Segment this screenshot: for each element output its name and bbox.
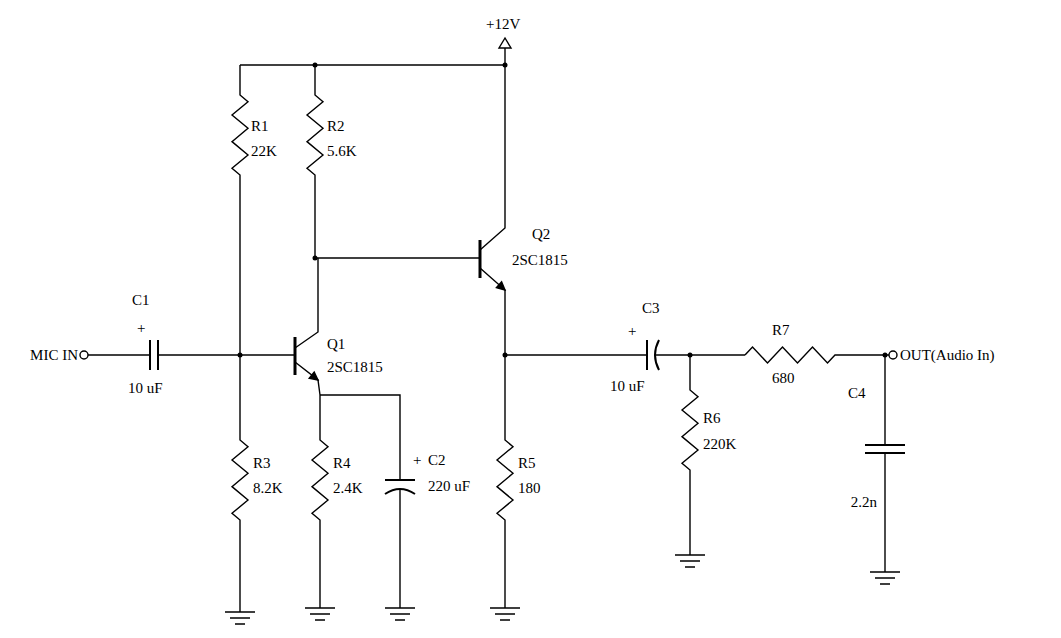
output-wire <box>505 354 647 355</box>
component-label: R1 <box>251 118 269 135</box>
resistor-symbol <box>307 65 323 258</box>
component-label: C2 <box>428 452 446 469</box>
terminal-symbol <box>80 351 88 359</box>
ground-symbol <box>675 555 705 567</box>
component-label: 2SC1815 <box>512 252 568 269</box>
component-label: R5 <box>518 455 536 472</box>
component-label: + <box>413 452 421 469</box>
input-wire <box>88 354 150 355</box>
component-label: R7 <box>772 322 790 339</box>
junction-dot <box>313 63 318 68</box>
resistor-symbol <box>682 355 698 555</box>
component-label: 22K <box>251 143 277 160</box>
ground-symbol <box>305 608 335 620</box>
component-label: 220 uF <box>428 478 470 495</box>
bypass-wire <box>399 489 400 608</box>
supply-terminal <box>499 38 511 48</box>
component-label: 10 uF <box>128 380 163 397</box>
component-label: 5.6K <box>327 143 357 160</box>
terminal-symbol <box>889 351 897 359</box>
component-label: 8.2K <box>253 480 283 497</box>
component-label: OUT(Audio In) <box>900 347 995 364</box>
base-wire <box>158 354 295 355</box>
component-label: R3 <box>253 455 271 472</box>
component-label: C3 <box>642 300 660 317</box>
ground-symbol <box>490 608 520 620</box>
component-label: 180 <box>518 480 541 497</box>
output-wire <box>655 354 745 355</box>
filter-wire <box>884 355 885 445</box>
filter-wire <box>884 453 885 572</box>
resistor-symbol <box>497 355 513 608</box>
transistor-collector <box>480 65 505 250</box>
transistor-emitter <box>480 268 505 355</box>
resistor-symbol <box>745 347 889 363</box>
component-label: 2SC1815 <box>327 359 383 376</box>
ground-symbol <box>225 612 255 624</box>
resistor-symbol <box>232 65 248 355</box>
ground-symbol <box>385 608 415 620</box>
component-label: + <box>628 323 636 340</box>
transistor-emitter <box>295 362 320 395</box>
component-label: R4 <box>333 455 351 472</box>
junction-dot <box>503 63 508 68</box>
ground-symbol <box>870 572 900 584</box>
transistor-collector <box>295 258 318 348</box>
transistor-base <box>294 337 297 375</box>
base-wire <box>315 257 480 258</box>
component-label: +12V <box>486 16 520 33</box>
supply-rail <box>240 64 505 65</box>
emitter-arrow <box>496 282 505 290</box>
capacitor-symbol <box>385 479 415 481</box>
component-label: R2 <box>327 118 345 135</box>
component-label: Q2 <box>532 226 550 243</box>
component-label: + <box>137 320 145 337</box>
resistor-symbol <box>312 395 328 608</box>
junction-dot <box>503 353 508 358</box>
capacitor-symbol <box>646 340 648 370</box>
component-label: 220K <box>703 436 736 453</box>
junction-dot <box>238 353 243 358</box>
supply-wire <box>504 48 505 65</box>
component-label: Q1 <box>327 336 345 353</box>
component-label: MIC IN <box>30 347 78 364</box>
component-label: C1 <box>132 292 150 309</box>
resistor-symbol <box>232 355 248 612</box>
transistor-base <box>479 240 482 278</box>
component-label: C4 <box>848 385 866 402</box>
junction-dot <box>688 353 693 358</box>
component-label: 680 <box>772 370 795 387</box>
component-label: 2.4K <box>333 480 363 497</box>
component-label: R6 <box>703 410 721 427</box>
emitter-arrow <box>309 372 318 380</box>
capacitor-symbol <box>150 340 158 370</box>
component-label: 2.2n <box>851 494 877 511</box>
junction-dot <box>313 256 318 261</box>
junction-dot <box>883 353 888 358</box>
component-label: 10 uF <box>610 378 645 395</box>
capacitor-symbol <box>865 445 905 453</box>
bypass-wire <box>320 395 400 480</box>
